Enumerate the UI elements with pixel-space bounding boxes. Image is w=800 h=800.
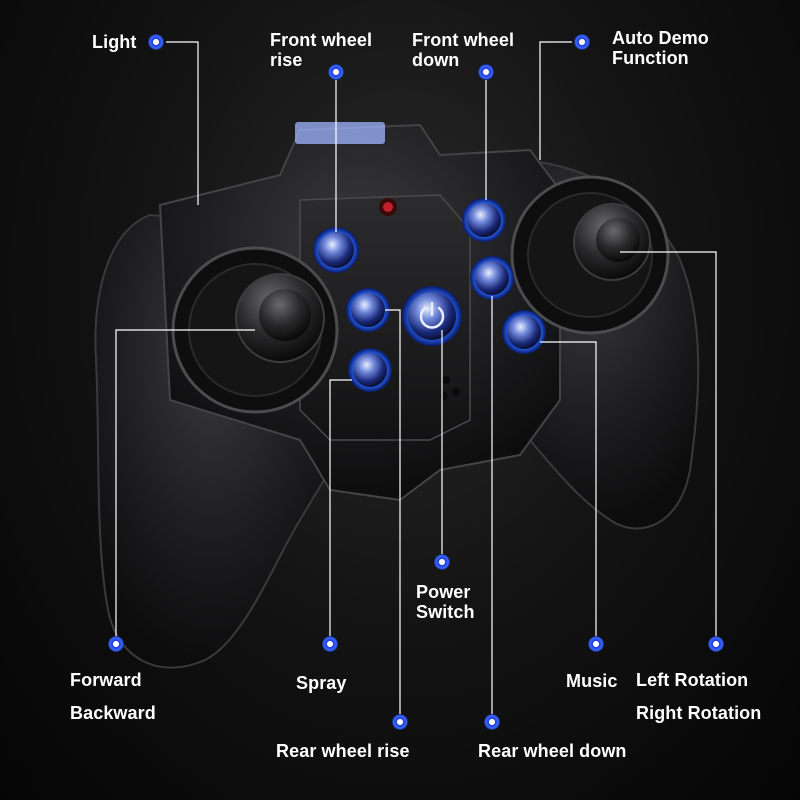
dot-rear-wheel-down [484, 714, 500, 730]
label-auto-demo: Auto Demo Function [612, 28, 709, 68]
rear-wheel-down-button[interactable] [470, 256, 514, 300]
label-forward: Forward [70, 670, 142, 690]
dot-front-wheel-rise [328, 64, 344, 80]
leader-rotation [620, 251, 717, 644]
dot-forward-backward [108, 636, 124, 652]
label-left-rotation: Left Rotation [636, 670, 749, 690]
leader-lines [115, 41, 717, 722]
leader-spray [329, 379, 352, 644]
label-front-wheel-down: Front wheel down [412, 30, 515, 70]
dot-rear-wheel-rise [392, 714, 408, 730]
label-power-switch: Power Switch [416, 582, 475, 622]
label-spray: Spray [296, 673, 347, 693]
label-rear-wheel-down: Rear wheel down [478, 741, 627, 761]
callout-dots [108, 34, 724, 730]
label-front-wheel-rise: Front wheel rise [270, 30, 373, 70]
leader-forward-backward [115, 329, 255, 644]
dot-light [148, 34, 164, 50]
leader-rear-wheel-rise [385, 309, 401, 722]
power-icon [419, 301, 445, 329]
leader-music [540, 341, 597, 644]
dot-spray [322, 636, 338, 652]
dot-rotation [708, 636, 724, 652]
dot-front-wheel-down [478, 64, 494, 80]
front-wheel-down-button[interactable] [462, 198, 506, 242]
left-joystick[interactable] [171, 246, 339, 414]
label-light: Light [92, 32, 137, 52]
label-music: Music [566, 671, 618, 691]
rear-wheel-rise-button[interactable] [348, 348, 392, 392]
label-right-rotation: Right Rotation [636, 703, 762, 723]
power-switch-button[interactable] [402, 286, 462, 346]
dot-auto-demo [574, 34, 590, 50]
label-rear-wheel-rise: Rear wheel rise [276, 741, 410, 761]
right-joystick[interactable] [510, 175, 670, 335]
dot-music [588, 636, 604, 652]
dot-power-switch [434, 554, 450, 570]
leader-auto-demo [539, 41, 572, 160]
music-button[interactable] [502, 310, 546, 354]
spray-upper-button[interactable] [346, 288, 390, 332]
front-wheel-rise-button[interactable] [313, 227, 359, 273]
label-backward: Backward [70, 703, 156, 723]
leader-light [166, 41, 199, 205]
